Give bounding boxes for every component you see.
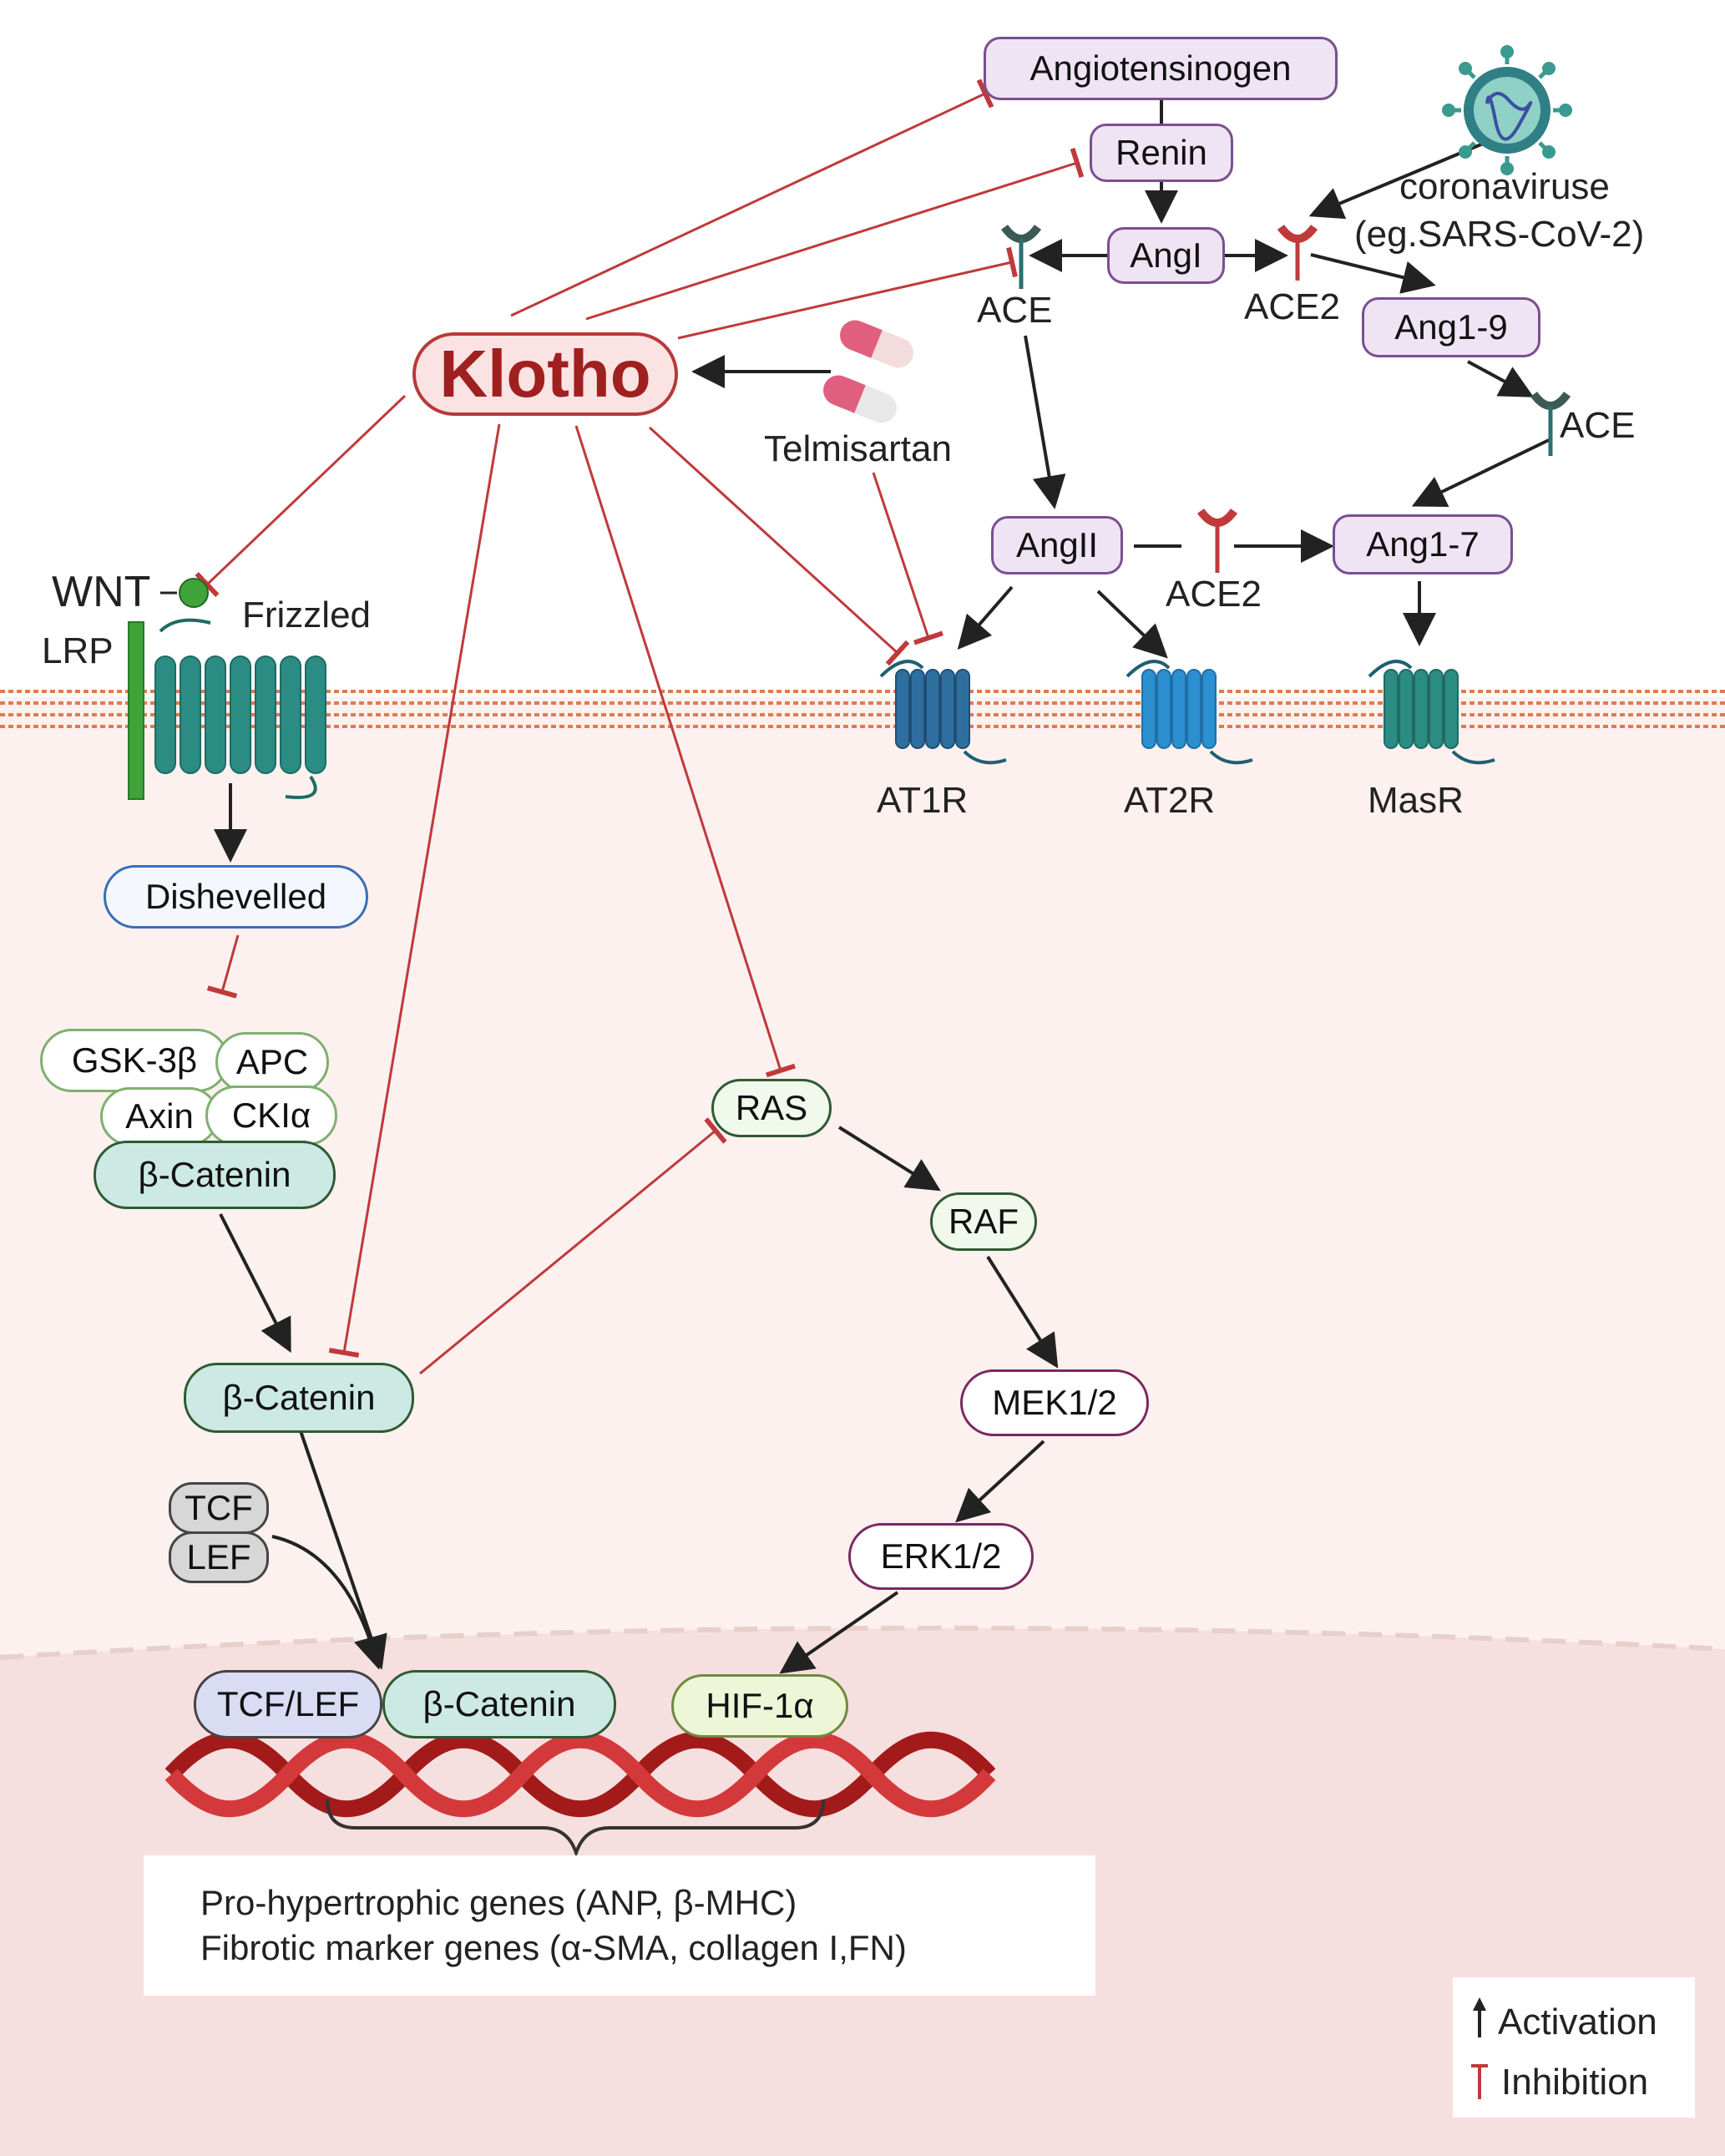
- angiotensinogen-node: Angiotensinogen: [984, 37, 1338, 100]
- beta-catenin-complex-node: β-Catenin: [94, 1141, 336, 1209]
- hif-1a-node: HIF-1α: [671, 1674, 848, 1738]
- wnt-label: WNT: [52, 568, 151, 616]
- gene-expression-result-box: Pro-hypertrophic genes (ANP, β-MHC) Fibr…: [144, 1855, 1095, 1996]
- coronavirus-icon: [1442, 45, 1572, 175]
- ace2-mid-label: ACE2: [1166, 574, 1262, 615]
- ace-right-label: ACE: [1560, 405, 1636, 446]
- lef-node: LEF: [169, 1531, 269, 1583]
- ace-top-label: ACE: [977, 290, 1053, 331]
- dishevelled-node: Dishevelled: [104, 865, 368, 929]
- erk-node: ERK1/2: [848, 1523, 1034, 1590]
- at1r-label: AT1R: [877, 780, 969, 821]
- ace-receptor-icon: [1000, 224, 1042, 289]
- tcf-lef-node: TCF/LEF: [194, 1670, 382, 1738]
- ace2-receptor-icon: [1196, 508, 1238, 573]
- ace2-top-label: ACE2: [1244, 286, 1340, 327]
- ace2-receptor-icon: [1277, 224, 1318, 281]
- lrp-label: LRP: [42, 630, 114, 671]
- gsk3b-node: GSK-3β: [40, 1029, 229, 1092]
- mek-node: MEK1/2: [960, 1369, 1149, 1436]
- inhibition-lines: [195, 78, 1085, 1375]
- ras-node: RAS: [711, 1079, 832, 1137]
- tcf-node: TCF: [169, 1482, 269, 1534]
- ang1-9-node: Ang1-9: [1362, 297, 1540, 357]
- telmisartan-capsule-icon: [823, 320, 913, 423]
- legend-activation-label: Activation: [1498, 2002, 1657, 2042]
- ang1-7-node: Ang1-7: [1333, 514, 1513, 574]
- lrp-bar: [128, 621, 144, 800]
- masr-label: MasR: [1368, 780, 1464, 821]
- nuclear-envelope: [0, 1625, 1725, 1660]
- dna-helix-icon: [164, 1731, 996, 1818]
- beta-catenin-node: β-Catenin: [184, 1363, 414, 1433]
- legend: Activation Inhibition: [1453, 1977, 1695, 2118]
- gpcr-receptor-icon: [154, 618, 1495, 799]
- angi-node: AngI: [1107, 227, 1225, 284]
- renin-node: Renin: [1090, 124, 1233, 182]
- apc-node: APC: [215, 1032, 329, 1092]
- gene-brace: [326, 1799, 825, 1859]
- frizzled-label: Frizzled: [242, 595, 372, 635]
- result-line-hypertrophic: Pro-hypertrophic genes (ANP, β-MHC): [200, 1883, 797, 1922]
- klotho-node: Klotho: [412, 332, 678, 416]
- axin-node: Axin: [100, 1087, 219, 1146]
- activation-arrows: [214, 95, 1550, 1674]
- beta-catenin-nuclear-node: β-Catenin: [382, 1670, 616, 1738]
- wnt-ligand: [179, 578, 209, 608]
- result-line-fibrotic: Fibrotic marker genes (α-SMA, collagen I…: [200, 1928, 907, 1967]
- angii-node: AngII: [991, 516, 1123, 574]
- coronavirus-label: coronaviruse: [1399, 166, 1610, 207]
- legend-icons: [1471, 1997, 1488, 2099]
- ace-receptor-icon: [1530, 391, 1571, 456]
- at2r-label: AT2R: [1124, 780, 1216, 821]
- telmisartan-label: Telmisartan: [764, 428, 952, 469]
- coronavirus-example-label: (eg.SARS-CoV-2): [1354, 214, 1645, 255]
- raf-node: RAF: [930, 1192, 1037, 1251]
- ck1a-node: CKIα: [205, 1086, 337, 1146]
- legend-inhibition-label: Inhibition: [1501, 2062, 1649, 2103]
